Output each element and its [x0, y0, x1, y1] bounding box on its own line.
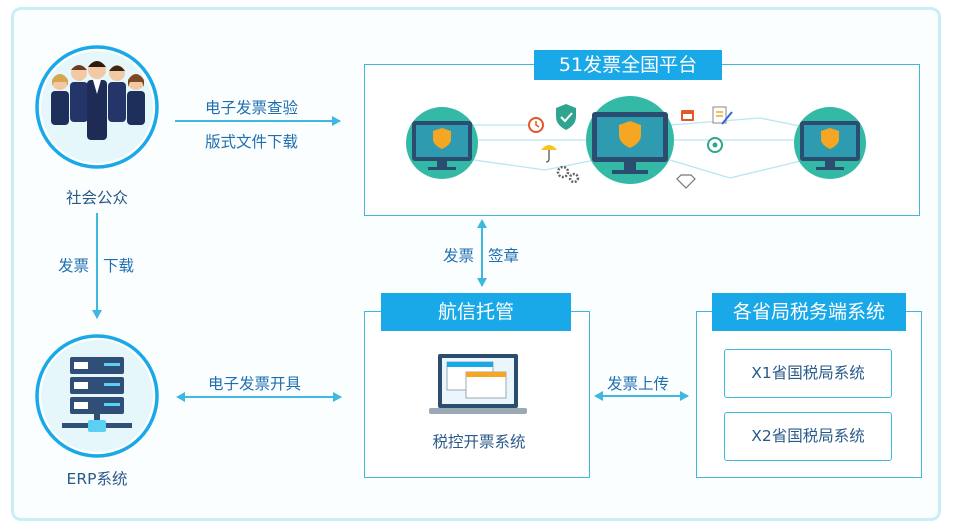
- edge-label-upload: 发票上传: [607, 375, 670, 393]
- tax-system-x2: X2省国税局系统: [724, 412, 892, 461]
- document-edit-icon: [712, 106, 733, 125]
- monitor-shield-icon: [406, 107, 478, 179]
- tax-system-x1: X1省国税局系统: [724, 349, 892, 398]
- edge-label-download: 下载: [103, 257, 135, 275]
- hangxin-system-label: 税控开票系统: [432, 433, 526, 451]
- monitor-shield-icon: [794, 107, 866, 179]
- shield-check-icon: [556, 104, 576, 130]
- monitor-shield-icon: [586, 96, 674, 184]
- clock-icon: [528, 117, 544, 133]
- platform-title: 51发票全国平台: [534, 50, 722, 80]
- public-label: 社会公众: [65, 189, 128, 207]
- edge-label-invoice-2: 发票: [443, 247, 475, 265]
- gears-icon: [556, 165, 580, 184]
- umbrella-icon: [541, 145, 557, 163]
- server-rack-icon: [35, 334, 159, 458]
- edge-label-sign: 签章: [488, 247, 520, 265]
- hangxin-title: 航信托管: [381, 293, 571, 331]
- edge-label-issue: 电子发票开具: [208, 375, 302, 393]
- tax-title: 各省局税务端系统: [712, 293, 906, 331]
- diamond-icon: [676, 174, 696, 189]
- calendar-icon: [681, 110, 694, 121]
- erp-label: ERP系统: [66, 470, 128, 488]
- people-group-icon: [35, 45, 159, 169]
- edge-label-verify: 电子发票查验: [205, 99, 299, 117]
- target-icon: [707, 137, 723, 153]
- edge-label-invoice: 发票: [58, 257, 90, 275]
- edge-label-download-layout: 版式文件下载: [205, 133, 299, 151]
